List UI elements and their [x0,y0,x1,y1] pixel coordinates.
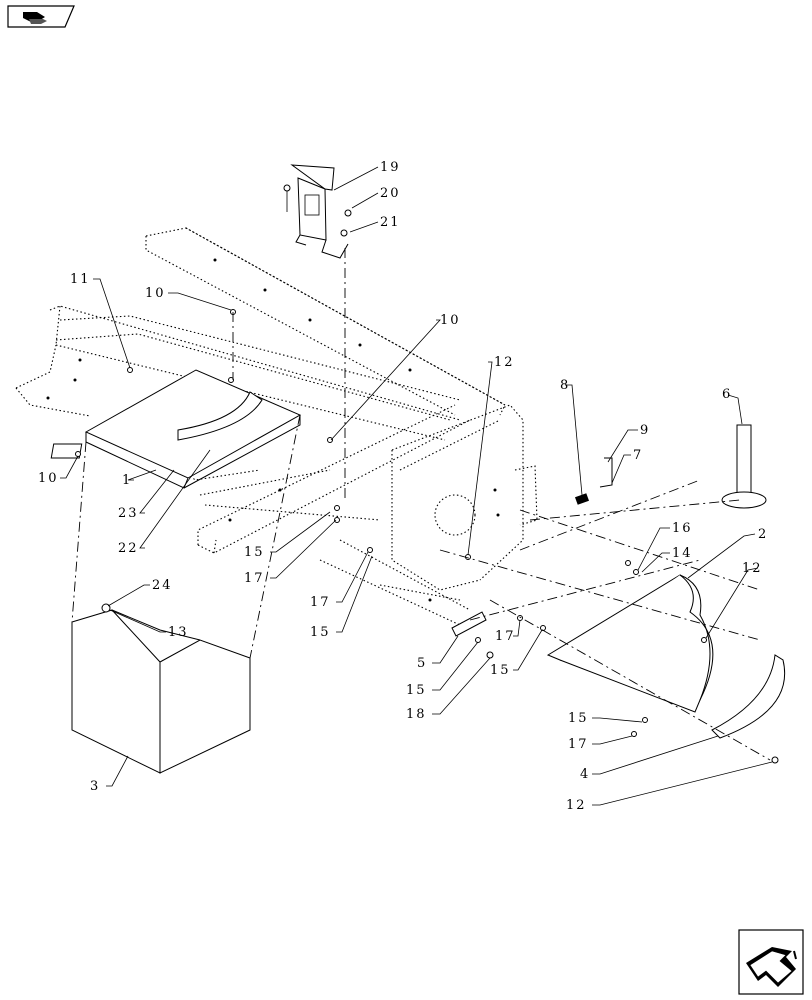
curved-shield-part-4 [711,654,786,739]
cover-box-part-3 [71,603,251,774]
callout-18: 18 [406,707,427,722]
callout-22: 22 [118,541,139,556]
shield-part-2 [546,574,714,713]
callout-14: 14 [672,546,693,561]
callout-16: 16 [672,521,693,536]
callout-1: 1 [122,473,132,488]
callout-labels: 19 20 21 11 10 10 12 8 6 9 7 10 1 23 16 … [38,160,768,813]
top-left-nav-button[interactable] [7,5,75,28]
callout-12-mid: 12 [494,355,515,370]
bracket-part-5 [451,611,487,637]
next-page-arrow-icon [738,929,804,995]
callout-15-e: 15 [568,711,589,726]
callout-8: 8 [560,378,570,393]
chassis-frame [15,227,538,626]
callout-10-mid: 10 [440,313,461,328]
callout-6: 6 [722,387,732,402]
callout-12-right: 12 [742,561,763,576]
callout-4: 4 [580,767,590,782]
callout-17-d: 17 [568,737,589,752]
shelf-plate-part-1 [50,369,302,489]
callout-23: 23 [118,506,139,521]
callout-3: 3 [90,779,100,794]
page-flag-icon [7,5,75,28]
callout-12-bottom: 12 [566,798,587,813]
callout-13: 13 [168,625,189,640]
callout-21: 21 [380,215,401,230]
callout-5: 5 [417,656,427,671]
callout-11: 11 [70,272,91,287]
frame-rivets [46,258,500,602]
pin-part-9 [599,457,613,488]
callout-19: 19 [380,160,401,175]
leader-lines [60,166,773,806]
callout-17-b: 17 [310,595,331,610]
spring-part-8 [574,493,590,505]
callout-10-left: 10 [38,471,59,486]
callout-15-b: 15 [310,625,331,640]
callout-7: 7 [633,448,643,463]
callout-15-c: 15 [406,683,427,698]
callout-17-c: 17 [495,629,516,644]
callout-2: 2 [758,527,768,542]
callout-24: 24 [152,578,173,593]
next-page-button[interactable] [738,929,804,995]
callout-10-top: 10 [145,286,166,301]
callout-15-d: 15 [490,663,511,678]
assembly-lines [71,248,771,761]
post-part-6 [721,424,767,509]
callout-15-a: 15 [244,545,265,560]
callout-9: 9 [640,423,650,438]
bracket-part-19 [283,164,352,259]
callout-20: 20 [380,186,401,201]
callout-17-a: 17 [244,571,265,586]
